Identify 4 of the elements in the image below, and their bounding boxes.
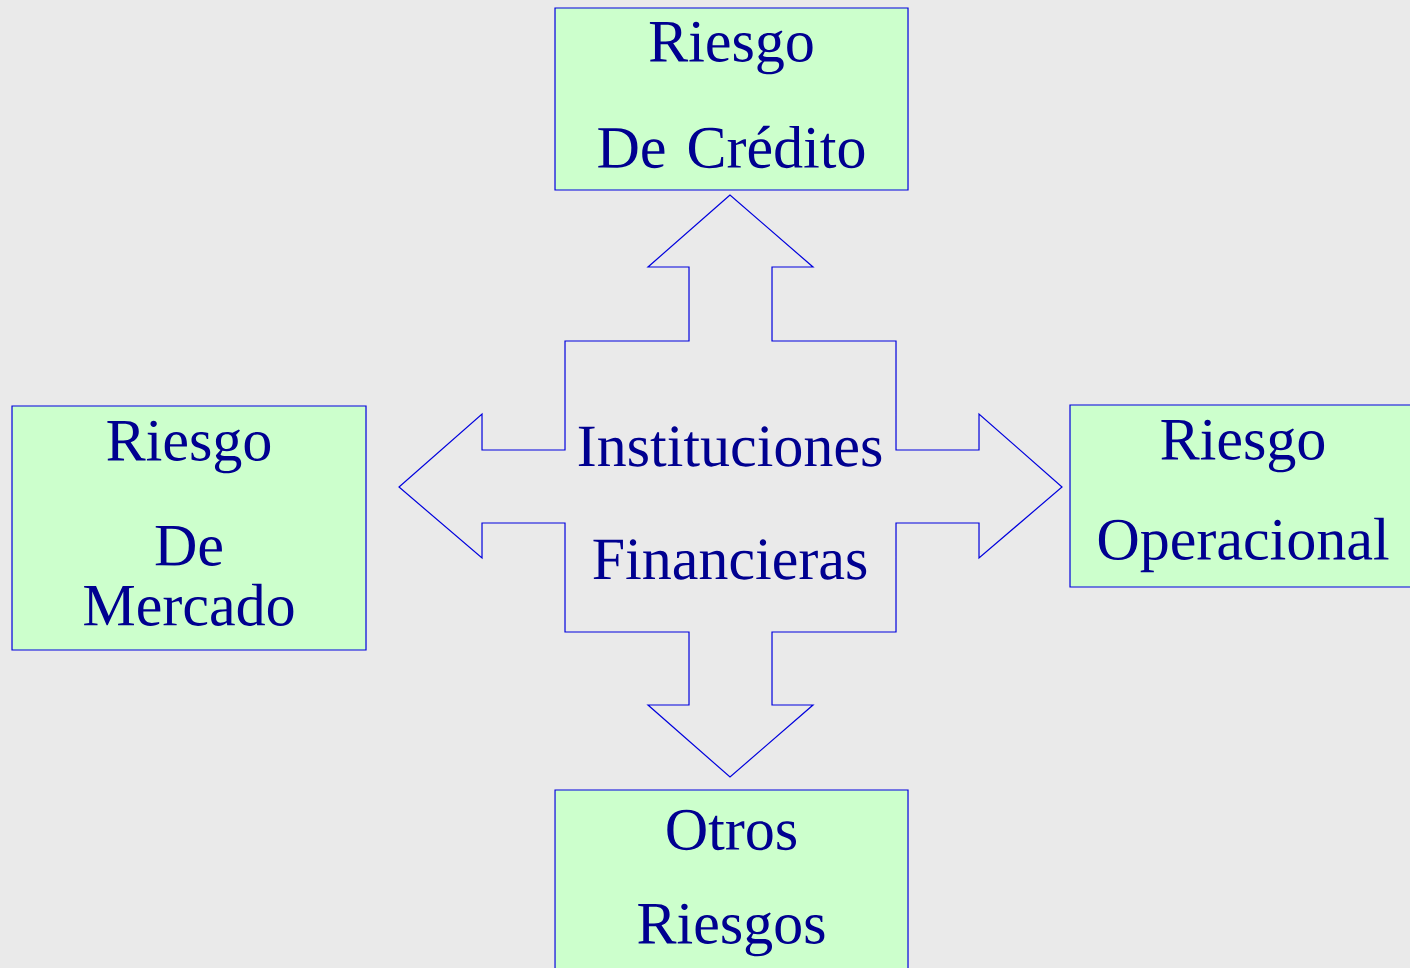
risk-box: Riesgo De Mercado — [11, 405, 367, 651]
risk-box: Riesgo De Crédito — [554, 7, 909, 191]
risk-box: Otros Riesgos — [554, 789, 909, 968]
risk-box: Riesgo Operacional — [1069, 404, 1410, 588]
